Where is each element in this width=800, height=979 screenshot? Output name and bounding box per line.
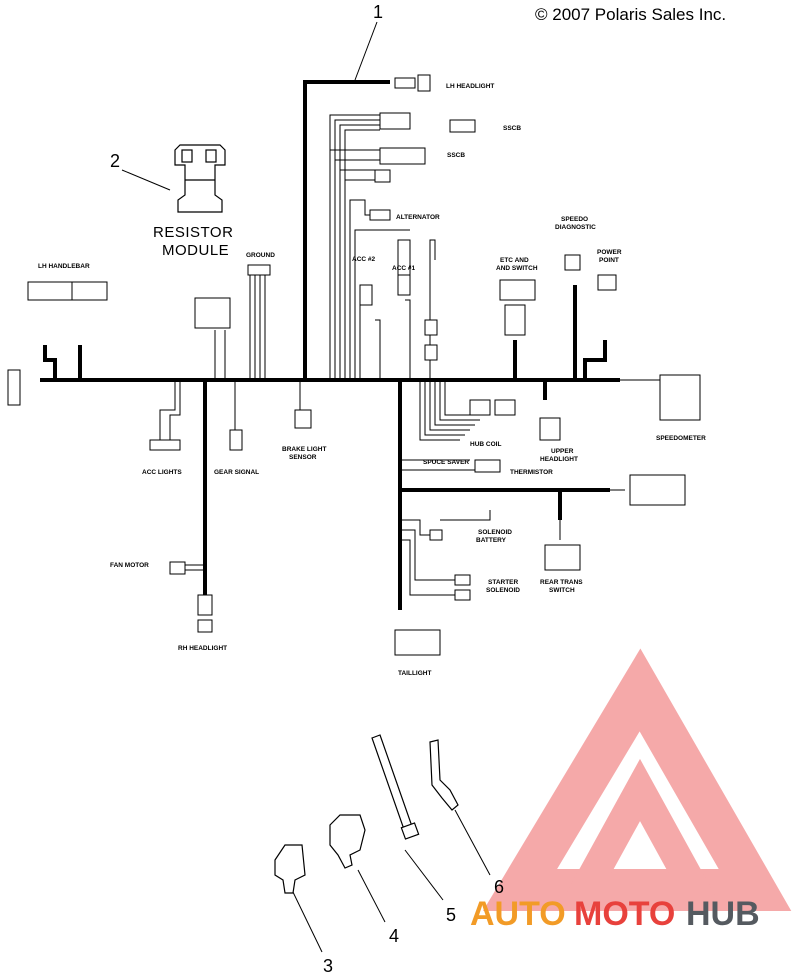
watermark-text-auto: AUTO [470, 895, 566, 933]
callout-1: 1 [373, 2, 383, 22]
callout-4: 4 [389, 926, 399, 946]
label-brake-1: BRAKE LIGHT [282, 446, 326, 453]
label-lh-handlebar: LH HANDLEBAR [38, 263, 90, 270]
loose-parts [274, 734, 459, 894]
label-gear-signal: GEAR SIGNAL [214, 469, 259, 476]
label-etc-2: AND SWITCH [496, 265, 538, 272]
label-sscb-2: SSCB [447, 152, 465, 159]
copyright-text: © 2007 Polaris Sales Inc. [535, 5, 726, 24]
label-power-1: POWER [597, 249, 622, 256]
label-solenoid-1: SOLENOID [478, 529, 512, 536]
label-rear-2: SWITCH [549, 587, 575, 594]
watermark-logo [482, 648, 792, 911]
watermark-text-moto: MOTO [574, 895, 675, 933]
label-speedo-2: DIAGNOSTIC [555, 224, 596, 231]
label-hub-coil: HUB COIL [470, 441, 501, 448]
label-upper-1: UPPER [551, 448, 574, 455]
label-rear-1: REAR TRANS [540, 579, 583, 586]
label-alternator: ALTERNATOR [396, 214, 440, 221]
callout-6: 6 [494, 877, 504, 897]
label-etc-1: ETC AND [500, 257, 529, 264]
label-rh-headlight: RH HEADLIGHT [178, 645, 227, 652]
label-sscb-1: SSCB [503, 125, 521, 132]
label-thermistor: THERMISTOR [510, 469, 553, 476]
label-speedometer: SPEEDOMETER [656, 435, 706, 442]
label-ground: GROUND [246, 252, 275, 259]
label-brake-2: SENSOR [289, 454, 317, 461]
label-power-2: POINT [599, 257, 619, 264]
label-lh-headlight: LH HEADLIGHT [446, 83, 494, 90]
label-acc1: ACC #1 [392, 265, 416, 272]
label-speedo-1: SPEEDO [561, 216, 588, 223]
label-taillight: TAILLIGHT [398, 670, 431, 677]
callout-5: 5 [446, 905, 456, 925]
label-starter-1: STARTER [488, 579, 519, 586]
label-starter-2: SOLENOID [486, 587, 520, 594]
label-acc2: ACC #2 [352, 256, 376, 263]
resistor-module-icon [174, 144, 226, 213]
callout-leaders [121, 21, 491, 953]
resistor-module-label-1: RESISTOR [153, 224, 233, 241]
connectors [7, 74, 701, 656]
resistor-module-label-2: MODULE [162, 242, 229, 259]
watermark-text-hub: HUB [686, 895, 760, 933]
label-brake-saver: SPUCE SAVER [423, 459, 469, 466]
secondary-wiring [159, 114, 660, 596]
label-fan-motor: FAN MOTOR [110, 562, 149, 569]
label-solenoid-2: BATTERY [476, 537, 507, 544]
callout-3: 3 [323, 956, 333, 974]
callout-2: 2 [110, 151, 120, 171]
label-acc-lights: ACC LIGHTS [142, 469, 182, 476]
label-upper-2: HEADLIGHT [540, 456, 578, 463]
